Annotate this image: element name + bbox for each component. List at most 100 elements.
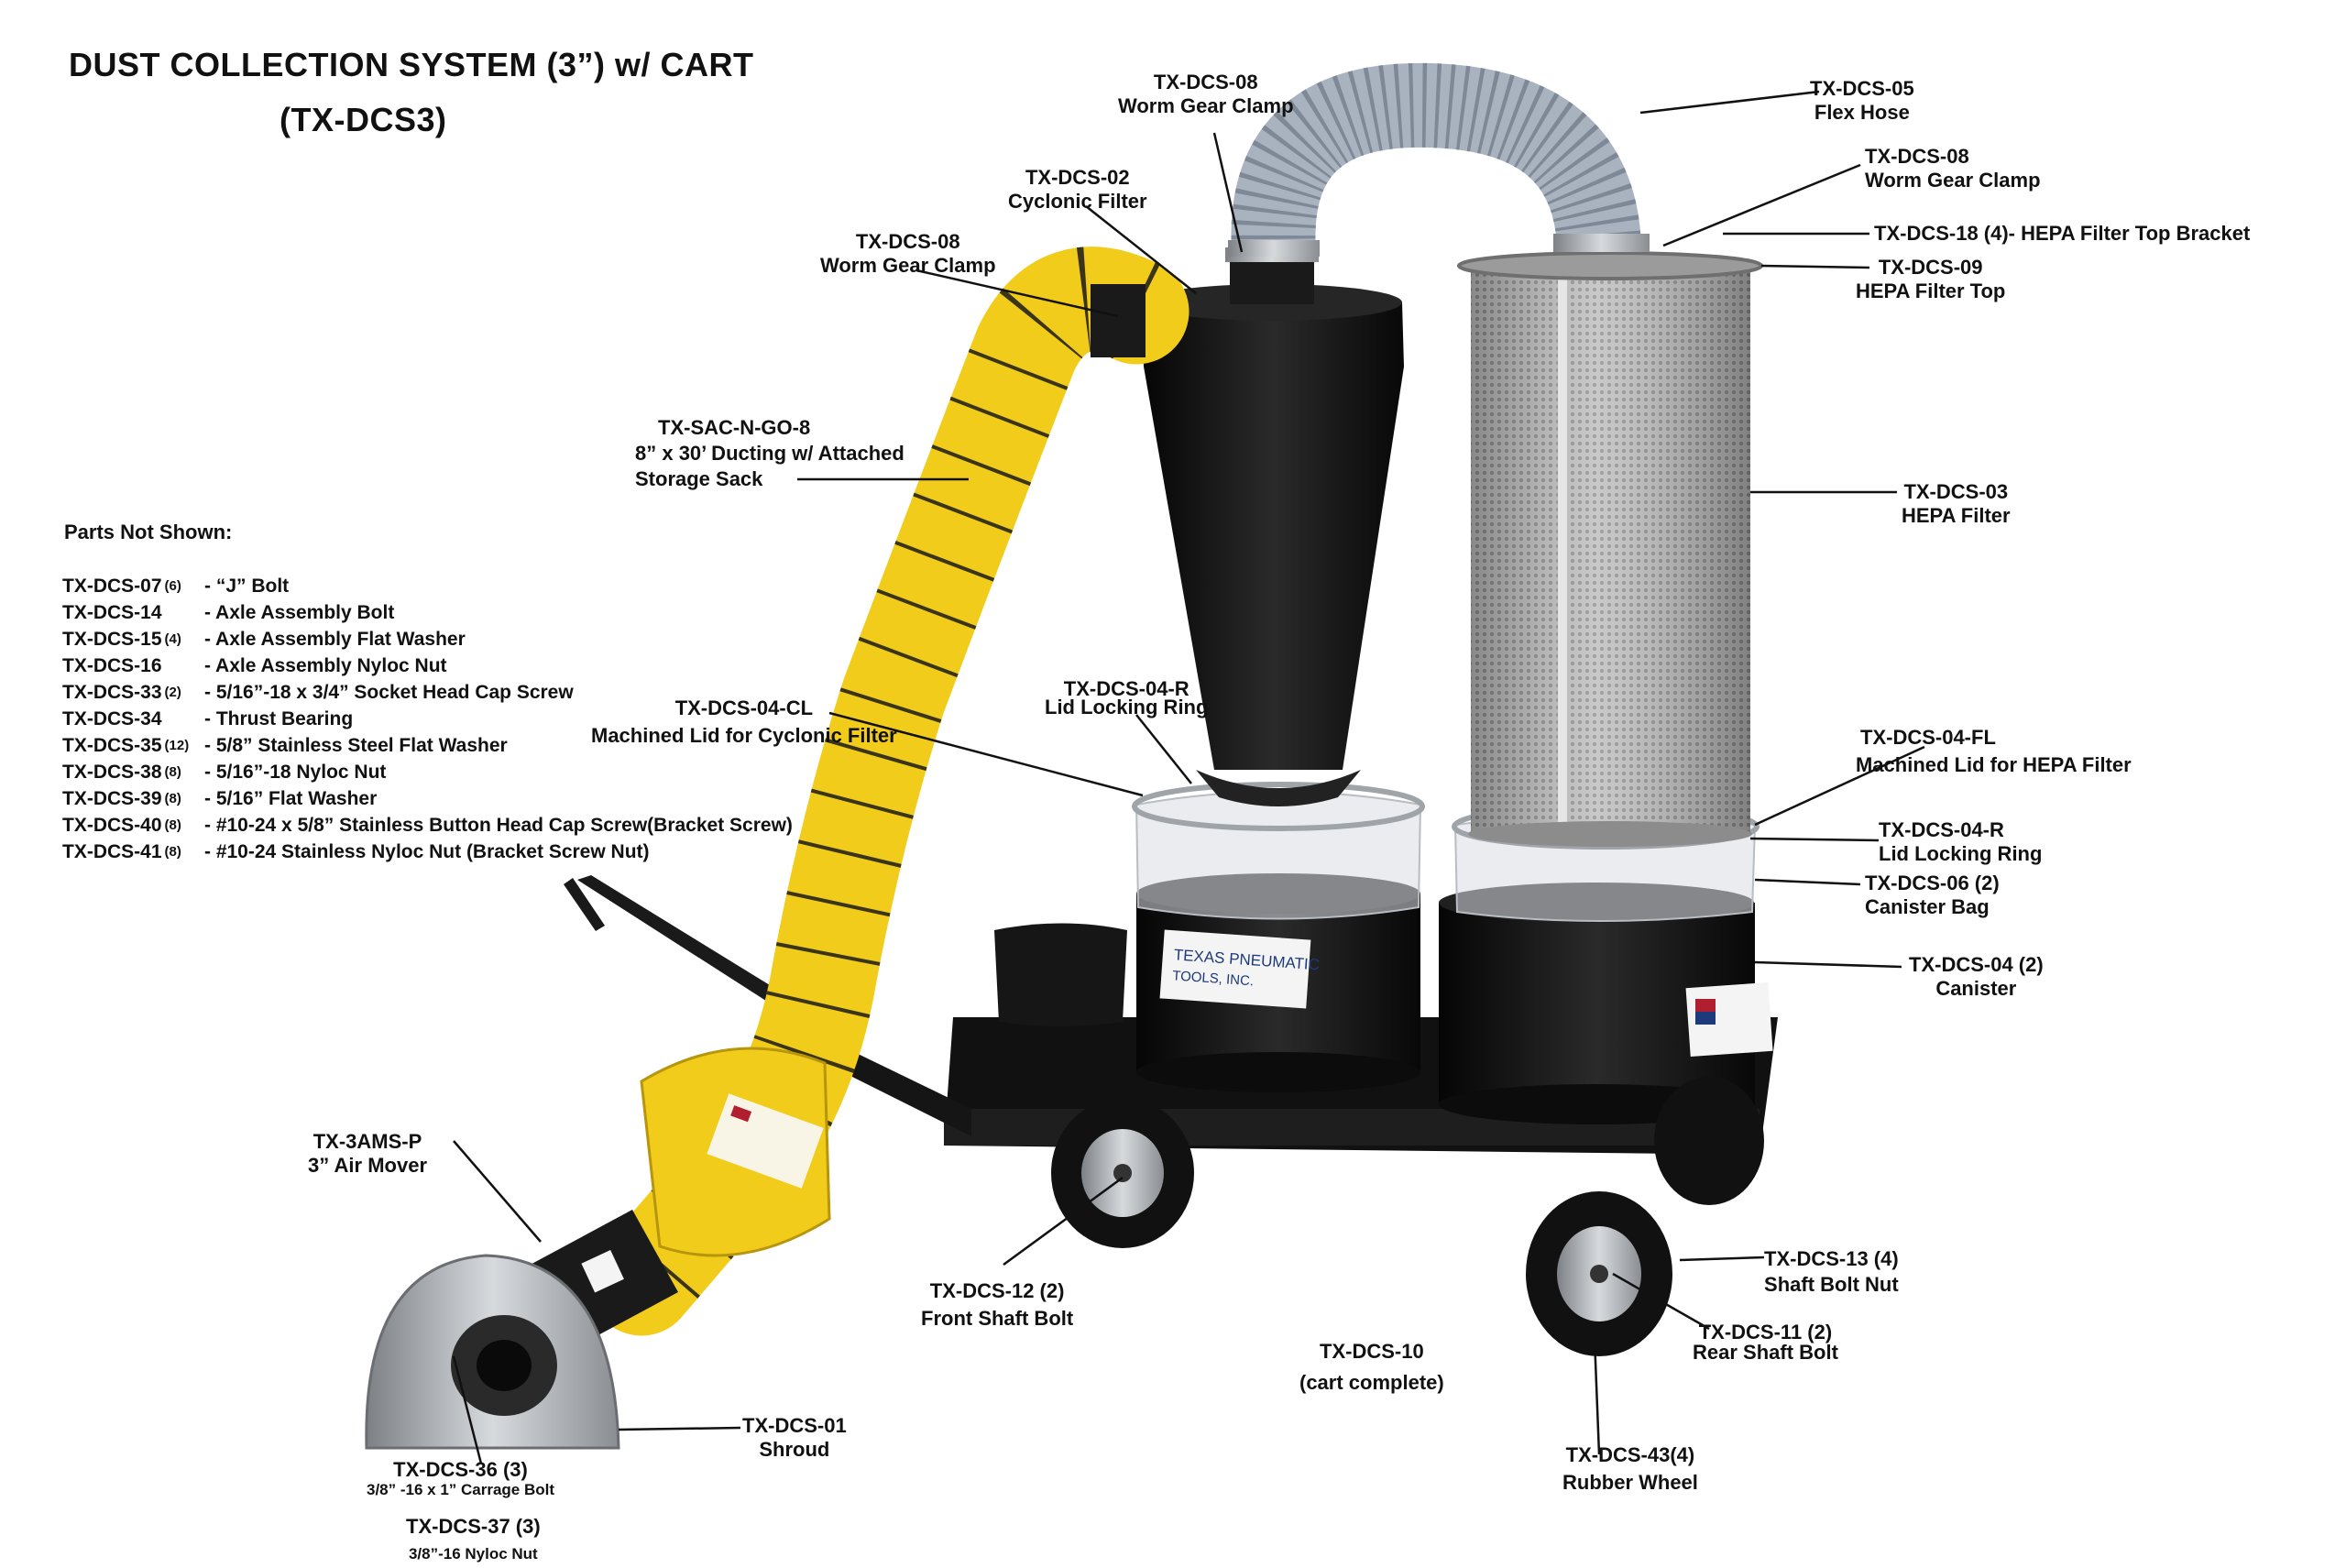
part-desc: - #10-24 x 5/8” Stainless Button Head Ca… <box>204 815 793 836</box>
part-desc: - Axle Assembly Nyloc Nut <box>204 655 447 676</box>
callout-part-name: Flex Hose <box>1814 101 1910 124</box>
callout-part-name: Lid Locking Ring <box>1045 696 1209 718</box>
callout-carriage-bolt: TX-DCS-36 (3) 3/8” -16 x 1” Carrage Bolt <box>367 1460 554 1500</box>
callout-part-name: Worm Gear Clamp <box>1118 94 1294 117</box>
stand-canister <box>994 923 1127 1026</box>
callout-shroud: TX-DCS-01 Shroud <box>742 1414 847 1462</box>
part-qty: (8) <box>164 764 181 780</box>
part-qty: (8) <box>164 844 181 860</box>
model-number: (TX-DCS3) <box>280 101 447 138</box>
callout-machined-lid-hepa: TX-DCS-04-FL Machined Lid for HEPA Filte… <box>1856 724 2132 779</box>
callout-part-number: TX-DCS-08 <box>1865 145 1969 168</box>
callout-rubber-wheel: TX-DCS-43(4) Rubber Wheel <box>1562 1442 1698 1497</box>
callout-part-name: HEPA Filter Top <box>1856 280 2006 302</box>
callout-part-name: Worm Gear Clamp <box>820 254 996 277</box>
callout-part-number: TX-DCS-05 <box>1810 77 1914 100</box>
part-code: TX-DCS-35 <box>62 735 162 756</box>
rear-wheel-far <box>1654 1077 1764 1205</box>
callout-part-number: TX-DCS-04 (2) <box>1909 953 2044 976</box>
callout-hepa-filter-top-bracket: TX-DCS-18 (4)- HEPA Filter Top Bracket <box>1874 222 2250 246</box>
callout-nyloc-nut: TX-DCS-37 (3) 3/8”-16 Nyloc Nut <box>406 1513 541 1568</box>
leader-lines <box>452 90 1925 1464</box>
part-code: TX-DCS-15 <box>62 629 162 650</box>
callout-cyclonic-filter: TX-DCS-02 Cyclonic Filter <box>1008 166 1147 214</box>
callout-canister-bag: TX-DCS-06 (2) Canister Bag <box>1865 872 2000 919</box>
part-qty: (12) <box>164 738 190 753</box>
part-desc: - #10-24 Stainless Nyloc Nut (Bracket Sc… <box>204 841 650 862</box>
part-code: TX-DCS-34 <box>62 708 162 729</box>
callout-ducting: TX-SAC-N-GO-8 8” x 30’ Ducting w/ Attach… <box>635 415 904 492</box>
callout-part-number: TX-DCS-09 <box>1878 256 1983 279</box>
callout-part-name: (cart complete) <box>1299 1371 1444 1394</box>
callout-hepa-filter-top: TX-DCS-09 HEPA Filter Top <box>1856 256 2005 303</box>
callout-part-number: TX-DCS-04-R <box>1063 677 1189 700</box>
callout-part-name: 8” x 30’ Ducting w/ Attached <box>635 442 904 465</box>
callout-lid-locking-ring-cyclonic: TX-DCS-04-R Lid Locking Ring <box>1045 677 1209 718</box>
canister-bag-left <box>1132 782 1425 920</box>
callout-part-name: Worm Gear Clamp <box>1865 169 2041 192</box>
callout-rear-shaft-bolt: TX-DCS-11 (2) Rear Shaft Bolt <box>1693 1322 1838 1363</box>
callout-part-number: TX-DCS-06 (2) <box>1865 872 2000 894</box>
part-desc: - 5/16” Flat Washer <box>204 788 378 809</box>
callout-part-name: Rear Shaft Bolt <box>1693 1341 1838 1364</box>
callout-part-name: Machined Lid for Cyclonic Filter <box>591 724 897 747</box>
part-desc: - 5/16”-18 x 3/4” Socket Head Cap Screw <box>204 682 574 703</box>
part-desc: - Axle Assembly Bolt <box>204 602 395 623</box>
part-desc: - 5/8” Stainless Steel Flat Washer <box>204 735 508 756</box>
callout-lid-locking-ring-hepa: TX-DCS-04-R Lid Locking Ring <box>1879 818 2042 866</box>
callout-part-name: Lid Locking Ring <box>1879 842 2043 865</box>
flex-hose <box>1228 62 1650 257</box>
callout-part-number: TX-DCS-04-CL <box>674 696 814 719</box>
part-code: TX-DCS-41 <box>62 841 162 862</box>
callout-part-number: TX-DCS-43(4) <box>1565 1443 1695 1466</box>
callout-canister: TX-DCS-04 (2) Canister <box>1909 953 2044 1001</box>
callout-part-number: TX-DCS-03 <box>1903 480 2009 503</box>
callout-part-name: 3” Air Mover <box>308 1154 428 1177</box>
hepa-filter <box>1457 251 1763 847</box>
cyclone-separator <box>1141 247 1404 806</box>
part-code: TX-DCS-38 <box>62 762 162 783</box>
callout-part-number: TX-DCS-36 (3) <box>393 1458 528 1481</box>
callout-part-number: TX-DCS-18 (4)- HEPA Filter Top Bracket <box>1874 222 2251 245</box>
callout-part-number: TX-DCS-08 <box>855 230 960 253</box>
part-qty: (8) <box>164 791 181 806</box>
callout-part-number: TX-DCS-08 <box>1153 71 1258 93</box>
part-desc: - 5/16”-18 Nyloc Nut <box>204 762 387 783</box>
part-qty: (2) <box>164 685 181 700</box>
callout-air-mover: TX-3AMS-P 3” Air Mover <box>308 1130 427 1178</box>
callout-part-number: TX-DCS-10 <box>1320 1340 1424 1363</box>
callout-part-number: TX-3AMS-P <box>312 1130 422 1153</box>
part-qty: (6) <box>164 578 181 594</box>
callout-worm-gear-clamp-top: TX-DCS-08 Worm Gear Clamp <box>1118 71 1294 118</box>
page-title: DUST COLLECTION SYSTEM (3”) w/ CART <box>69 46 754 83</box>
part-code: TX-DCS-16 <box>62 655 162 676</box>
callout-part-number: TX-DCS-04-FL <box>1860 726 1996 749</box>
part-code: TX-DCS-40 <box>62 815 162 836</box>
callout-part-number: TX-DCS-12 (2) <box>929 1279 1065 1302</box>
callout-part-name: Shaft Bolt Nut <box>1764 1273 1899 1296</box>
brand-label-text: TOOLS, INC. <box>1172 968 1255 989</box>
callout-part-name: Canister Bag <box>1865 895 1990 918</box>
callout-part-number: TX-DCS-01 <box>742 1414 847 1437</box>
callout-part-name: Storage Sack <box>635 467 763 490</box>
callout-worm-gear-clamp-left: TX-DCS-08 Worm Gear Clamp <box>820 230 996 278</box>
callout-hepa-filter: TX-DCS-03 HEPA Filter <box>1902 480 2011 528</box>
part-code: TX-DCS-14 <box>62 602 162 623</box>
storage-sack <box>640 1047 831 1257</box>
callout-machined-lid-cyclonic: TX-DCS-04-CL Machined Lid for Cyclonic F… <box>591 695 897 750</box>
parts-not-shown-heading: Parts Not Shown: <box>64 521 233 543</box>
callout-cart-complete: TX-DCS-10 (cart complete) <box>1299 1336 1444 1398</box>
callout-part-number: TX-SAC-N-GO-8 <box>658 416 811 439</box>
callout-part-name: Shroud <box>759 1438 830 1461</box>
part-desc: - Thrust Bearing <box>204 708 354 729</box>
part-qty: (4) <box>164 631 181 647</box>
callout-part-name: 3/8” -16 x 1” Carrage Bolt <box>367 1481 555 1498</box>
shroud <box>365 1254 620 1450</box>
callout-part-name: Cyclonic Filter <box>1008 190 1147 213</box>
rear-wheel <box>1526 1191 1672 1356</box>
callout-part-name: Front Shaft Bolt <box>921 1307 1074 1330</box>
callout-part-name: Rubber Wheel <box>1562 1471 1698 1494</box>
part-code: TX-DCS-07 <box>62 576 162 597</box>
callout-part-number: TX-DCS-37 (3) <box>406 1515 541 1538</box>
